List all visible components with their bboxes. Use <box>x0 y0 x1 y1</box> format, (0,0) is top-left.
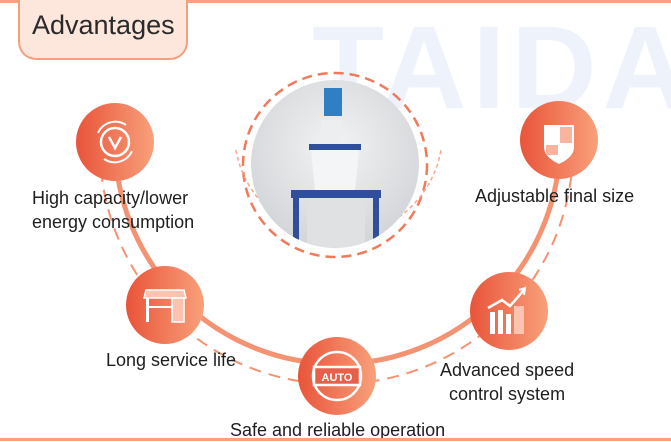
auto-badge: AUTO <box>322 372 353 384</box>
feature-label-size: Adjustable final size <box>475 186 635 206</box>
feature-icon-size <box>520 101 598 179</box>
title-box: Advantages <box>18 0 188 60</box>
growth-chart-icon <box>487 286 527 334</box>
page-title: Advantages <box>32 10 175 40</box>
feature-icon-safe: AUTO <box>298 337 376 415</box>
feature-icon-service <box>126 266 204 344</box>
workbench-icon <box>143 289 187 323</box>
bottom-border <box>0 438 671 441</box>
speed-cycle-icon <box>97 120 133 164</box>
feature-icon-capacity <box>76 103 154 181</box>
shield-icon <box>544 125 574 164</box>
feature-label-speed: Advanced speed control system <box>440 360 575 404</box>
top-border <box>0 0 671 3</box>
feature-label-capacity: High capacity/lower energy consumption <box>32 188 195 232</box>
machine-photo <box>251 80 419 248</box>
auto-icon: AUTO <box>311 350 363 402</box>
feature-label-service: Long service life <box>106 350 237 370</box>
feature-icon-speed <box>470 272 548 350</box>
feature-label-safe: Safe and reliable operation <box>230 420 446 440</box>
